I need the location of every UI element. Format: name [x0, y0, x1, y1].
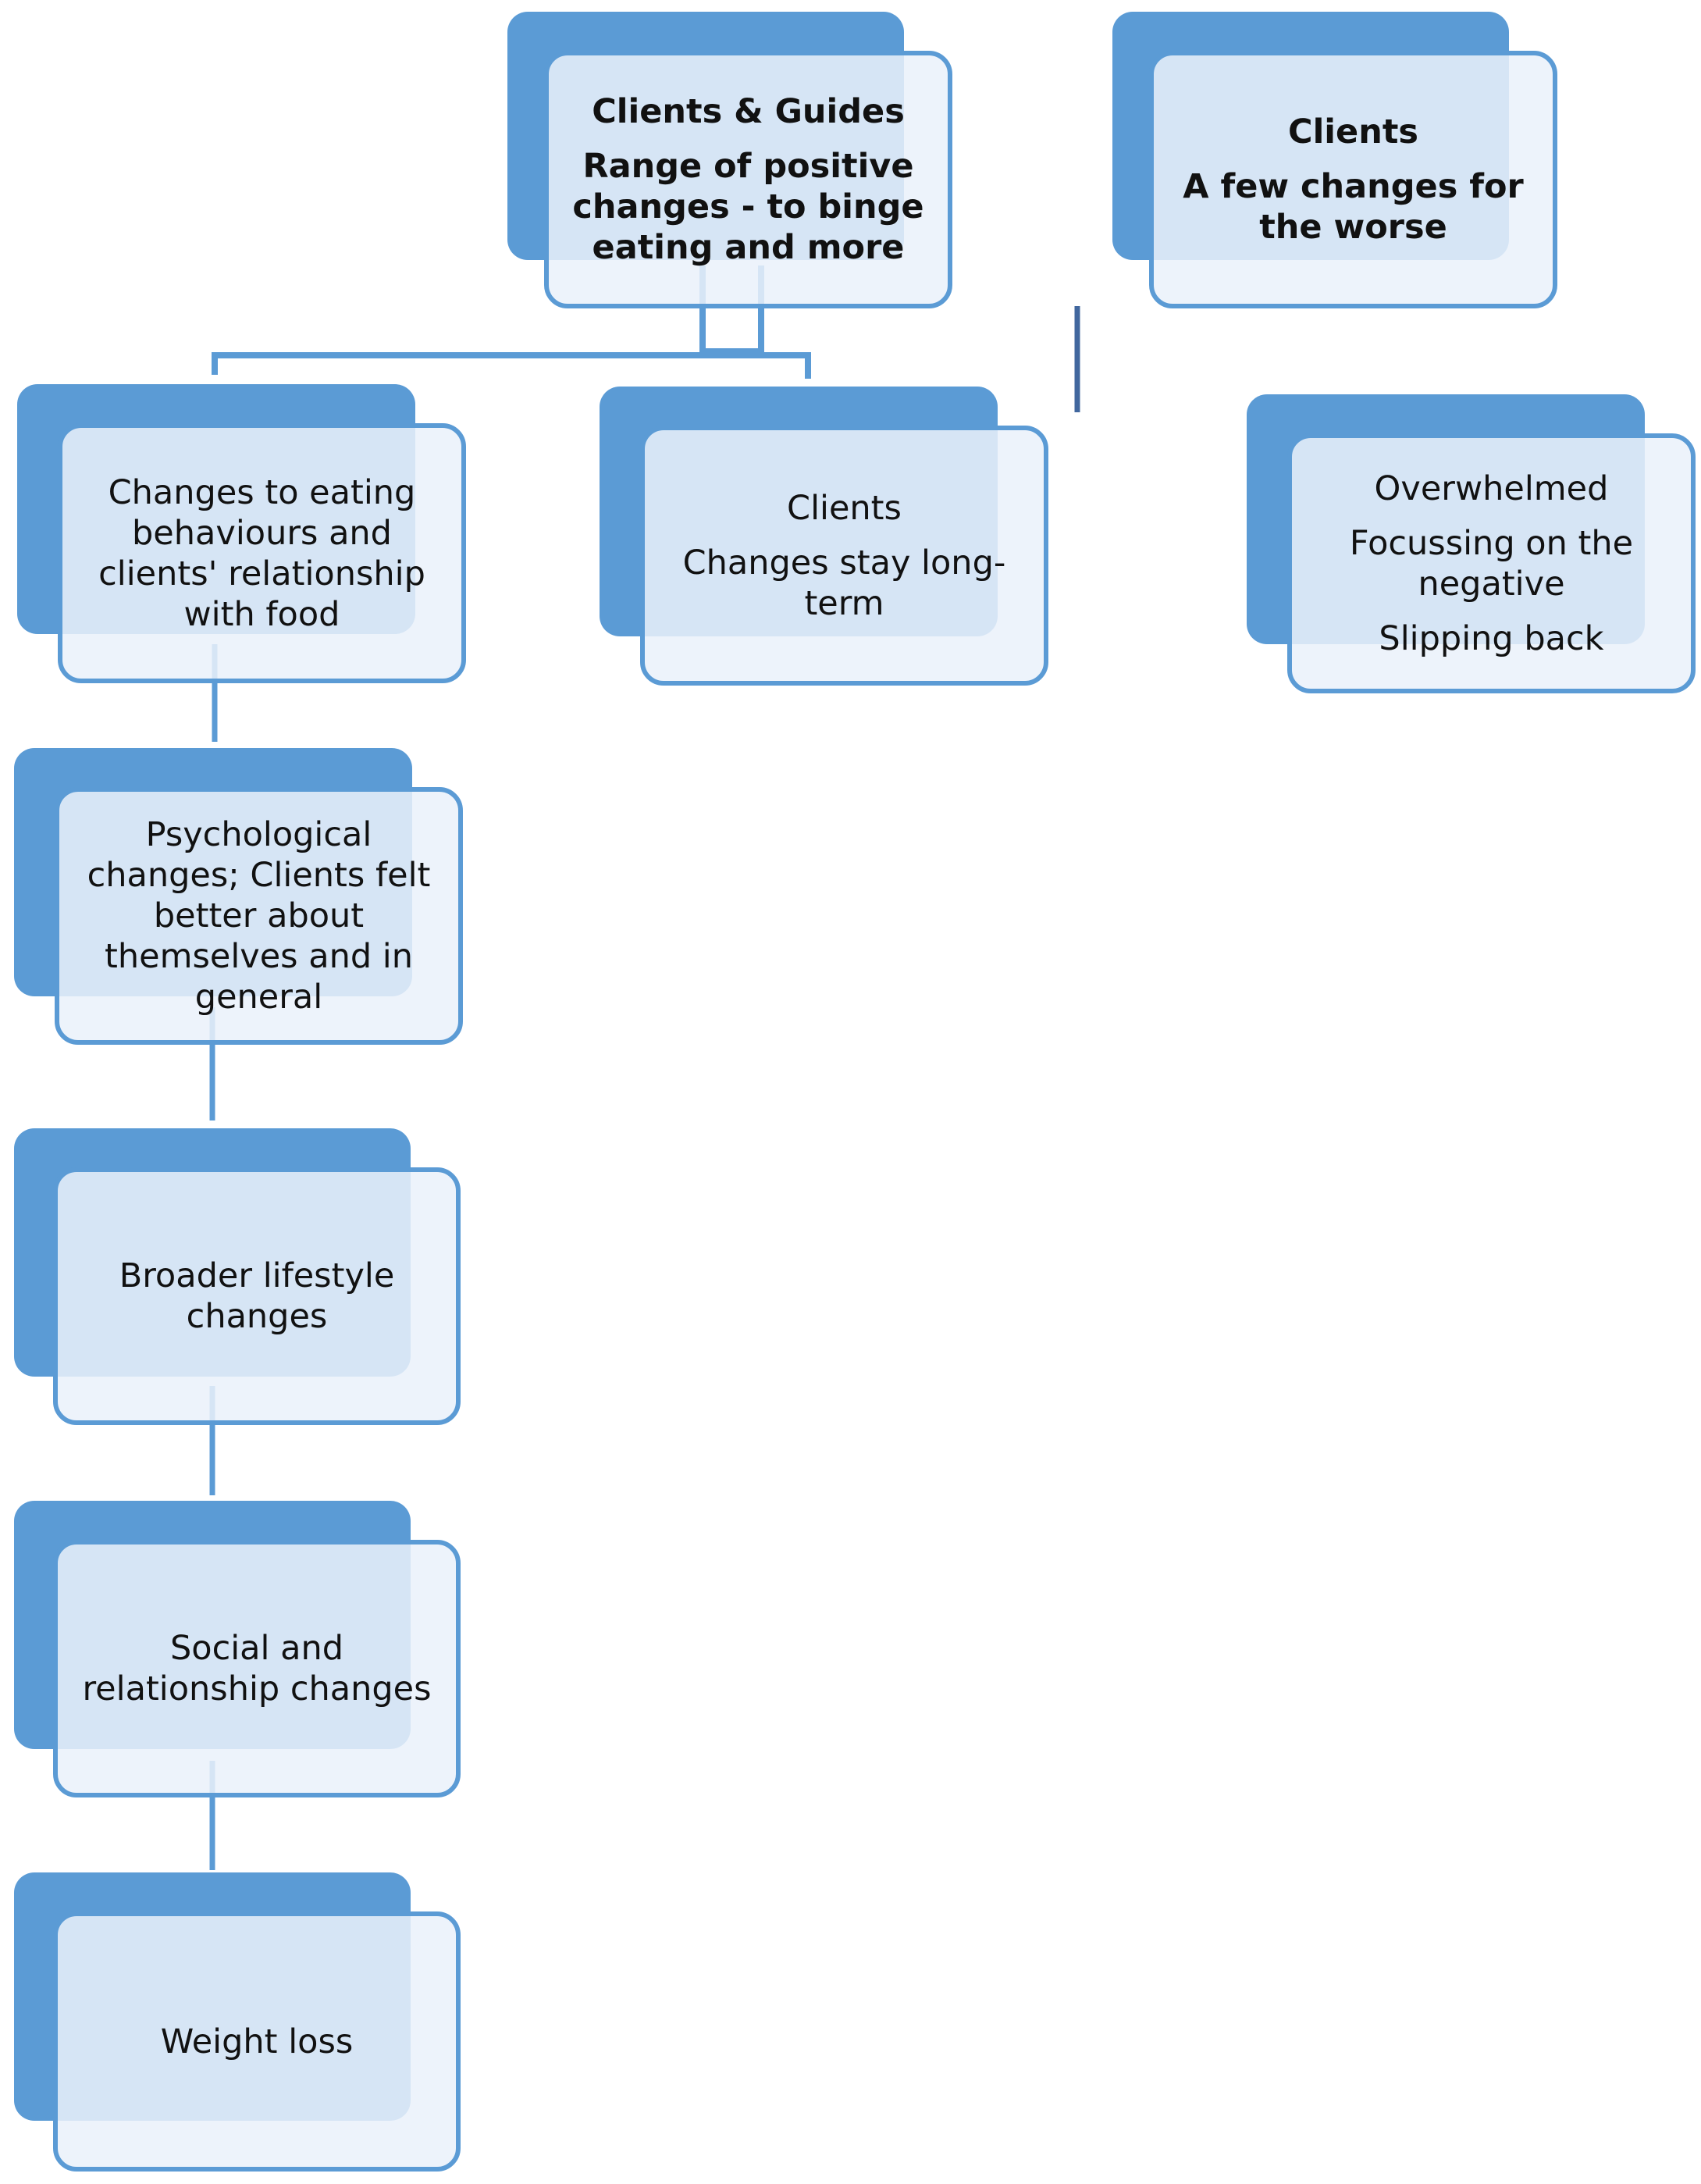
node-changes-long-term: Clients Changes stay long-term	[600, 387, 1048, 686]
node-box: Changes to eating behaviours and clients…	[58, 423, 466, 683]
node-box: Overwhelmed Focussing on the negative Sl…	[1287, 433, 1696, 693]
node-text: Weight loss	[160, 2022, 354, 2061]
node-clients-guides: Clients & Guides Range of positive chang…	[507, 12, 952, 308]
node-line-2: Focussing on the negative	[1349, 523, 1634, 604]
node-subtitle: A few changes for the worse	[1183, 167, 1524, 247]
node-lifestyle-changes: Broader lifestyle changes	[14, 1128, 461, 1425]
node-text: Broader lifestyle changes	[119, 1256, 395, 1336]
node-subtitle: Changes stay long-term	[682, 543, 1006, 623]
node-title: Clients & Guides	[592, 92, 905, 131]
node-box: Psychological changes; Clients felt bett…	[55, 787, 463, 1045]
node-text: Psychological changes; Clients felt bett…	[87, 815, 431, 1017]
node-eating-behaviours: Changes to eating behaviours and clients…	[17, 384, 466, 683]
node-weight-loss: Weight loss	[14, 1872, 461, 2172]
node-box: Clients & Guides Range of positive chang…	[544, 51, 952, 308]
node-box: Social and relationship changes	[53, 1540, 461, 1797]
node-psychological-changes: Psychological changes; Clients felt bett…	[14, 748, 463, 1045]
node-text: Social and relationship changes	[82, 1629, 432, 1708]
node-box: Clients A few changes for the worse	[1149, 51, 1557, 308]
connector-top-to-branch	[699, 265, 764, 354]
node-title: Clients	[787, 488, 902, 528]
node-text: Changes to eating behaviours and clients…	[98, 472, 425, 634]
node-social-changes: Social and relationship changes	[14, 1501, 461, 1797]
node-line-1: Overwhelmed	[1374, 469, 1609, 508]
node-title: Clients	[1288, 112, 1418, 151]
node-line-3: Slipping back	[1379, 618, 1604, 658]
connector-branch-left	[212, 352, 811, 379]
node-box: Broader lifestyle changes	[53, 1167, 461, 1425]
node-negative-changes: Overwhelmed Focussing on the negative Sl…	[1247, 394, 1696, 693]
node-subtitle: Range of positive changes - to binge eat…	[572, 147, 924, 267]
node-clients-worse: Clients A few changes for the worse	[1112, 12, 1557, 308]
node-box: Weight loss	[53, 1911, 461, 2172]
node-box: Clients Changes stay long-term	[640, 426, 1048, 686]
